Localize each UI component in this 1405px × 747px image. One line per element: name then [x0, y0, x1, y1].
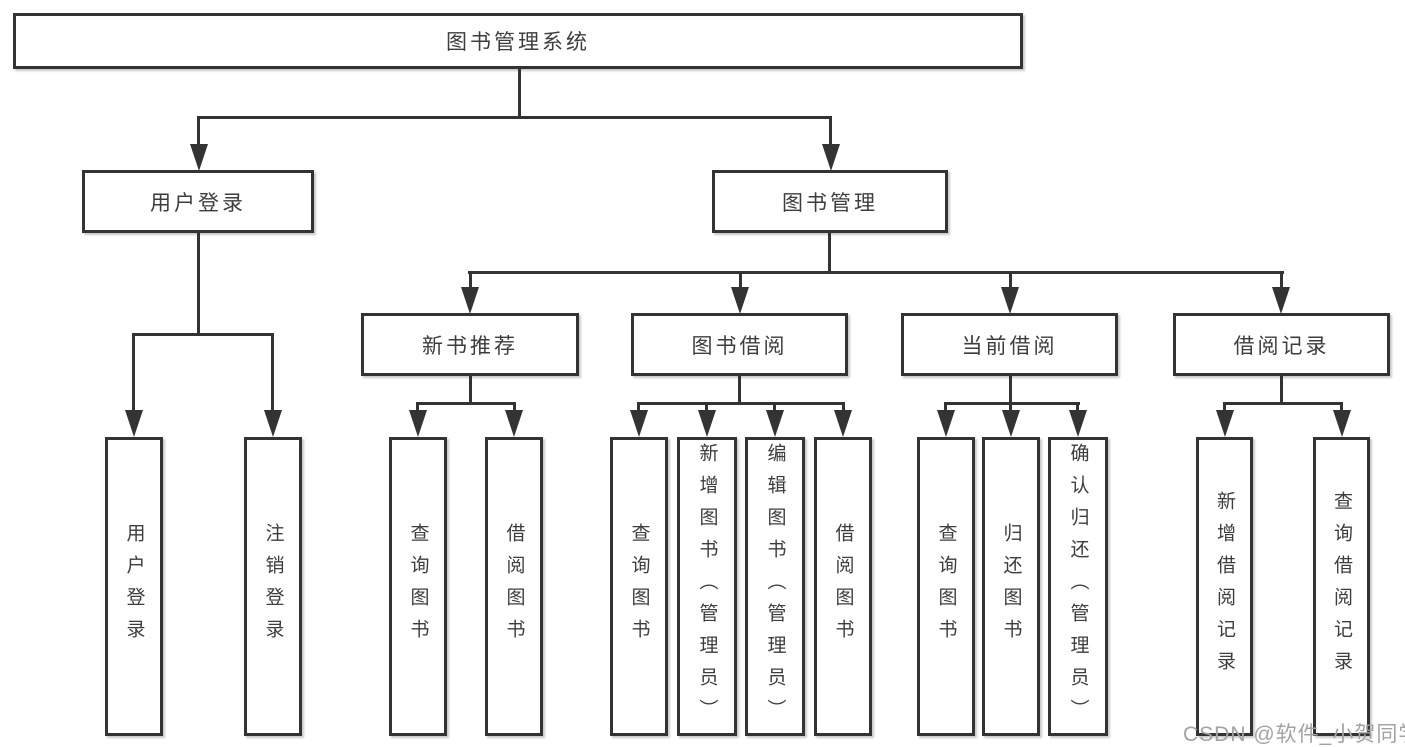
- connector-line: [773, 402, 776, 413]
- node-current-borrow: 当前借阅: [901, 313, 1118, 376]
- leaf-add-books-admin-label: 新增图书（管理员）: [696, 442, 718, 731]
- connector-line: [513, 402, 516, 413]
- connector-line: [637, 402, 640, 413]
- watermark: CSDN @软件_小贺同学: [1183, 723, 1405, 746]
- connector-line: [842, 402, 845, 413]
- arrowhead-down-icon: [766, 410, 784, 437]
- arrowhead-down-icon: [731, 287, 749, 314]
- leaf-logout-label: 注销登录: [262, 522, 284, 651]
- connector-line: [1280, 271, 1283, 289]
- connector-line: [1009, 402, 1012, 413]
- leaf-recommend-query-books: 查询图书: [389, 437, 447, 736]
- arrowhead-down-icon: [461, 287, 479, 314]
- leaf-recommend-query-books-label: 查询图书: [407, 522, 429, 651]
- node-borrow-records: 借阅记录: [1173, 313, 1390, 376]
- arrowhead-down-icon: [1272, 287, 1290, 314]
- connector-line: [1009, 376, 1012, 405]
- leaf-add-books-admin: 新增图书（管理员）: [677, 437, 737, 736]
- connector-line: [468, 271, 1284, 274]
- connector-line: [416, 402, 516, 405]
- arrowhead-down-icon: [822, 144, 840, 171]
- connector-line: [739, 271, 742, 289]
- leaf-add-borrow-record: 新增借阅记录: [1196, 437, 1253, 736]
- connector-line: [738, 376, 741, 405]
- node-book-management-label: 图书管理: [782, 191, 878, 215]
- leaf-edit-books-admin: 编辑图书（管理员）: [745, 437, 805, 736]
- leaf-add-borrow-record-label: 新增借阅记录: [1214, 490, 1235, 683]
- leaf-current-query-books: 查询图书: [917, 437, 975, 736]
- node-user-login: 用户登录: [82, 170, 314, 233]
- leaf-borrow-books: 借阅图书: [814, 437, 872, 736]
- connector-line: [132, 333, 135, 413]
- node-current-borrow-label: 当前借阅: [961, 334, 1058, 358]
- arrowhead-down-icon: [264, 410, 282, 437]
- node-user-login-label: 用户登录: [150, 191, 246, 215]
- arrowhead-down-icon: [1001, 287, 1019, 314]
- connector-line: [518, 68, 521, 119]
- arrowhead-down-icon: [1002, 410, 1020, 437]
- arrowhead-down-icon: [630, 410, 648, 437]
- arrowhead-down-icon: [937, 410, 955, 437]
- connector-line: [1223, 402, 1226, 413]
- arrowhead-down-icon: [1333, 410, 1351, 437]
- node-book-management: 图书管理: [712, 170, 948, 233]
- connector-line: [829, 116, 832, 146]
- connector-line: [197, 116, 832, 119]
- leaf-return-books: 归还图书: [982, 437, 1040, 736]
- connector-line: [705, 402, 708, 413]
- connector-line: [197, 116, 200, 146]
- connector-line: [1223, 402, 1343, 405]
- connector-line: [944, 402, 947, 413]
- arrowhead-down-icon: [834, 410, 852, 437]
- connector-line: [469, 271, 472, 289]
- node-book-borrow-label: 图书借阅: [691, 334, 788, 358]
- connector-line: [416, 402, 419, 413]
- node-new-book-recommend-label: 新书推荐: [422, 334, 518, 358]
- leaf-confirm-return-admin-label: 确认归还（管理员）: [1067, 442, 1089, 731]
- arrowhead-down-icon: [1069, 410, 1087, 437]
- connector-line: [828, 233, 831, 273]
- connector-line: [1340, 402, 1343, 413]
- connector-line: [132, 333, 274, 336]
- leaf-current-query-books-label: 查询图书: [935, 522, 957, 651]
- leaf-user-login: 用户登录: [105, 437, 163, 736]
- connector-line: [1009, 271, 1012, 289]
- arrowhead-down-icon: [190, 144, 208, 171]
- leaf-logout: 注销登录: [244, 437, 302, 736]
- node-root-label: 图书管理系统: [446, 31, 590, 54]
- leaf-query-borrow-record-label: 查询借阅记录: [1331, 490, 1352, 683]
- leaf-query-borrow-record: 查询借阅记录: [1313, 437, 1370, 736]
- leaf-return-books-label: 归还图书: [1000, 522, 1022, 651]
- node-borrow-records-label: 借阅记录: [1233, 334, 1330, 358]
- leaf-user-login-label: 用户登录: [123, 522, 145, 651]
- connector-line: [1076, 402, 1079, 413]
- node-new-book-recommend: 新书推荐: [361, 313, 579, 376]
- leaf-borrow-books-label: 借阅图书: [832, 522, 854, 651]
- arrowhead-down-icon: [505, 410, 523, 437]
- connector-line: [271, 333, 274, 413]
- arrowhead-down-icon: [1216, 410, 1234, 437]
- connector-line: [1280, 376, 1283, 405]
- leaf-borrow-query-books: 查询图书: [610, 437, 668, 736]
- node-book-borrow: 图书借阅: [631, 313, 848, 376]
- connector-line: [197, 233, 200, 336]
- node-root: 图书管理系统: [13, 13, 1023, 69]
- arrowhead-down-icon: [125, 410, 143, 437]
- leaf-recommend-borrow-books-label: 借阅图书: [503, 522, 525, 651]
- connector-line: [469, 376, 472, 405]
- connector-line: [637, 402, 845, 405]
- leaf-edit-books-admin-label: 编辑图书（管理员）: [764, 442, 786, 731]
- leaf-borrow-query-books-label: 查询图书: [628, 522, 650, 651]
- arrowhead-down-icon: [698, 410, 716, 437]
- arrowhead-down-icon: [409, 410, 427, 437]
- leaf-confirm-return-admin: 确认归还（管理员）: [1048, 437, 1108, 736]
- connector-line: [944, 402, 1080, 405]
- leaf-recommend-borrow-books: 借阅图书: [485, 437, 543, 736]
